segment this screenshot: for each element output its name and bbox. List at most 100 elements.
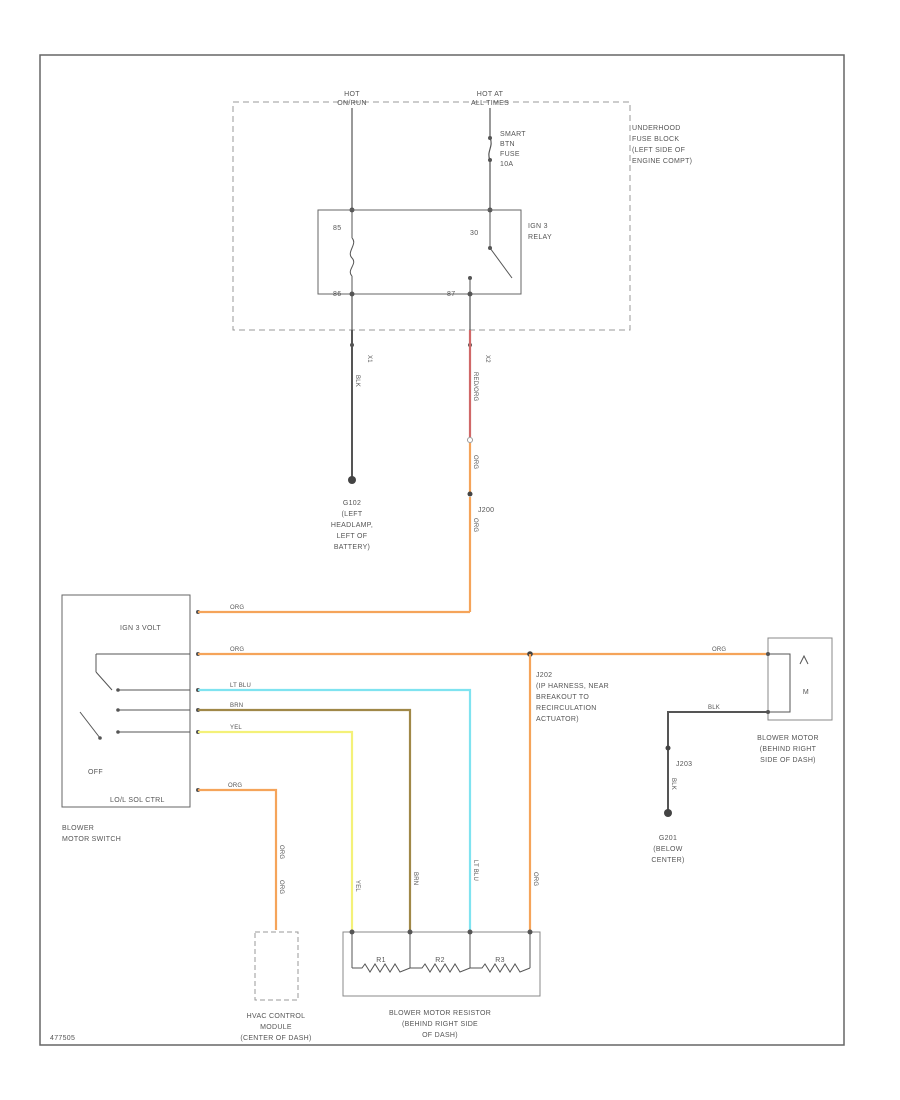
org-wire-label-motor: ORG [712, 647, 726, 653]
lt-blu-wire [198, 688, 472, 930]
blk-wire-label-top: BLK [354, 375, 360, 387]
ign3-relay-box [317, 209, 522, 295]
brn-wire-label-bottom: BRN [412, 872, 418, 885]
relay-switch-blade [489, 247, 513, 279]
resistor-r1 [352, 963, 411, 973]
org-wire-to-hvac [198, 788, 278, 930]
connector-x1-label: X1 [366, 355, 372, 363]
org-wire-label-hvac-mid: ORG [278, 845, 284, 859]
splice-j203-label: J203 [676, 761, 692, 768]
resistor-r3 [470, 963, 531, 973]
hvac-label-3: (CENTER OF DASH) [240, 1035, 311, 1042]
fuse-block-label-4: ENGINE COMPT) [632, 158, 692, 165]
g102-label-3: HEADLAMP, [331, 522, 373, 529]
relay-label-2: RELAY [528, 234, 552, 241]
wire-break-marker [467, 437, 473, 443]
lt-blu-wire-label-bottom: LT BLU [472, 860, 478, 881]
g201-label-1: G201 [659, 835, 677, 842]
motor-fan-icon [799, 654, 809, 665]
fuse-block-label-3: (LEFT SIDE OF [632, 147, 685, 154]
org-wire-label-resistor: ORG [532, 872, 538, 886]
switch-wiper-lower [79, 711, 101, 739]
motor-label-1: BLOWER MOTOR [757, 735, 819, 742]
yel-wire-label-bottom: YEL [354, 880, 360, 892]
switch-ctrl-label: LO/L SOL CTRL [110, 797, 165, 804]
hot-right-label-2: ALL TIMES [471, 100, 509, 107]
diagram-footer-id: 477505 [50, 1035, 75, 1042]
org-wire-label-lower: ORG [472, 518, 478, 532]
brn-wire [198, 708, 412, 930]
g102-label-5: BATTERY) [334, 544, 370, 551]
splice-j202-label-5: ACTUATOR) [536, 716, 579, 723]
splice-j203 [665, 745, 671, 751]
blk-wire-motor-to-g201 [667, 711, 768, 812]
yel-wire-label-top: YEL [230, 725, 242, 731]
brn-wire-label-top: BRN [230, 703, 243, 709]
switch-wiper-upper [95, 671, 113, 691]
splice-j202-label-3: BREAKOUT TO [536, 694, 589, 701]
g102-ground-point [348, 476, 356, 484]
splice-j200 [467, 491, 473, 497]
splice-j200-label: J200 [478, 507, 494, 514]
hot-left-label-1: HOT [344, 91, 360, 98]
red-org-wire-label: RED/ORG [472, 372, 478, 402]
fuse-block-label-1: UNDERHOOD [632, 125, 681, 132]
fuse-label-3: FUSE [500, 151, 520, 158]
relay-pin-86-label: 86 [333, 291, 341, 298]
g102-label-2: (LEFT [342, 511, 363, 518]
relay-pin-87-label: 87 [447, 291, 455, 298]
switch-name-2: MOTOR SWITCH [62, 836, 121, 843]
switch-off-label: OFF [88, 769, 103, 776]
motor-symbol: M [803, 689, 809, 696]
underhood-fuse-block-outline [232, 101, 631, 331]
resistor-r3-label: R3 [495, 957, 505, 964]
fuse-block-label-2: FUSE BLOCK [632, 136, 679, 143]
blower-motor-box [767, 637, 833, 721]
relay-pin-30-label: 30 [470, 230, 478, 237]
switch-ign-label: IGN 3 VOLT [120, 625, 161, 632]
g201-label-2: (BELOW [653, 846, 683, 853]
org-wire-label-upper: ORG [472, 455, 478, 469]
fuse-label-1: SMART [500, 131, 526, 138]
org-wire-label-hvac-low: ORG [278, 880, 284, 894]
splice-j202-label-2: (IP HARNESS, NEAR [536, 683, 609, 690]
connector-x2-label: X2 [484, 355, 490, 363]
g102-label-1: G102 [343, 500, 361, 507]
lt-blu-wire-label-top: LT BLU [230, 683, 251, 689]
diagram-border [39, 54, 845, 1046]
org-wire-label-common: ORG [230, 647, 244, 653]
motor-label-2: (BEHIND RIGHT [760, 746, 817, 753]
hot-left-label-2: ON/RUN [337, 100, 366, 107]
hvac-control-module-box [254, 931, 299, 1001]
switch-name-1: BLOWER [62, 825, 94, 832]
yel-wire [198, 730, 354, 930]
fuse-label-4: 10A [500, 161, 513, 168]
relay-coil-symbol [349, 237, 355, 277]
g201-ground-point [664, 809, 672, 817]
resistor-r2 [410, 963, 471, 973]
fuse-label-2: BTN [500, 141, 515, 148]
relay-label-1: IGN 3 [528, 223, 548, 230]
resistor-r2-label: R2 [435, 957, 445, 964]
relay-pin-85-label: 85 [333, 225, 341, 232]
blk-wire-label-motor: BLK [708, 705, 720, 711]
resistor-r1-label: R1 [376, 957, 386, 964]
org-wire-label-hvac-top: ORG [228, 783, 242, 789]
g102-label-4: LEFT OF [337, 533, 368, 540]
switch-wiper-pivot [98, 736, 102, 740]
blower-motor-switch-box [61, 594, 191, 808]
resistor-label-1: BLOWER MOTOR RESISTOR [389, 1010, 491, 1017]
hot-right-label-1: HOT AT [477, 91, 504, 98]
g201-label-3: CENTER) [651, 857, 684, 864]
resistor-label-3: OF DASH) [422, 1032, 458, 1039]
splice-j202-label-1: J202 [536, 672, 552, 679]
motor-label-3: SIDE OF DASH) [760, 757, 816, 764]
org-wire-label-ign: ORG [230, 605, 244, 611]
fuse-symbol [488, 137, 492, 161]
hvac-label-1: HVAC CONTROL [247, 1013, 306, 1020]
splice-j202-label-4: RECIRCULATION [536, 705, 597, 712]
blk-wire-label-g201: BLK [670, 778, 676, 790]
blower-motor-resistor-box [342, 931, 541, 997]
hvac-label-2: MODULE [260, 1024, 292, 1031]
